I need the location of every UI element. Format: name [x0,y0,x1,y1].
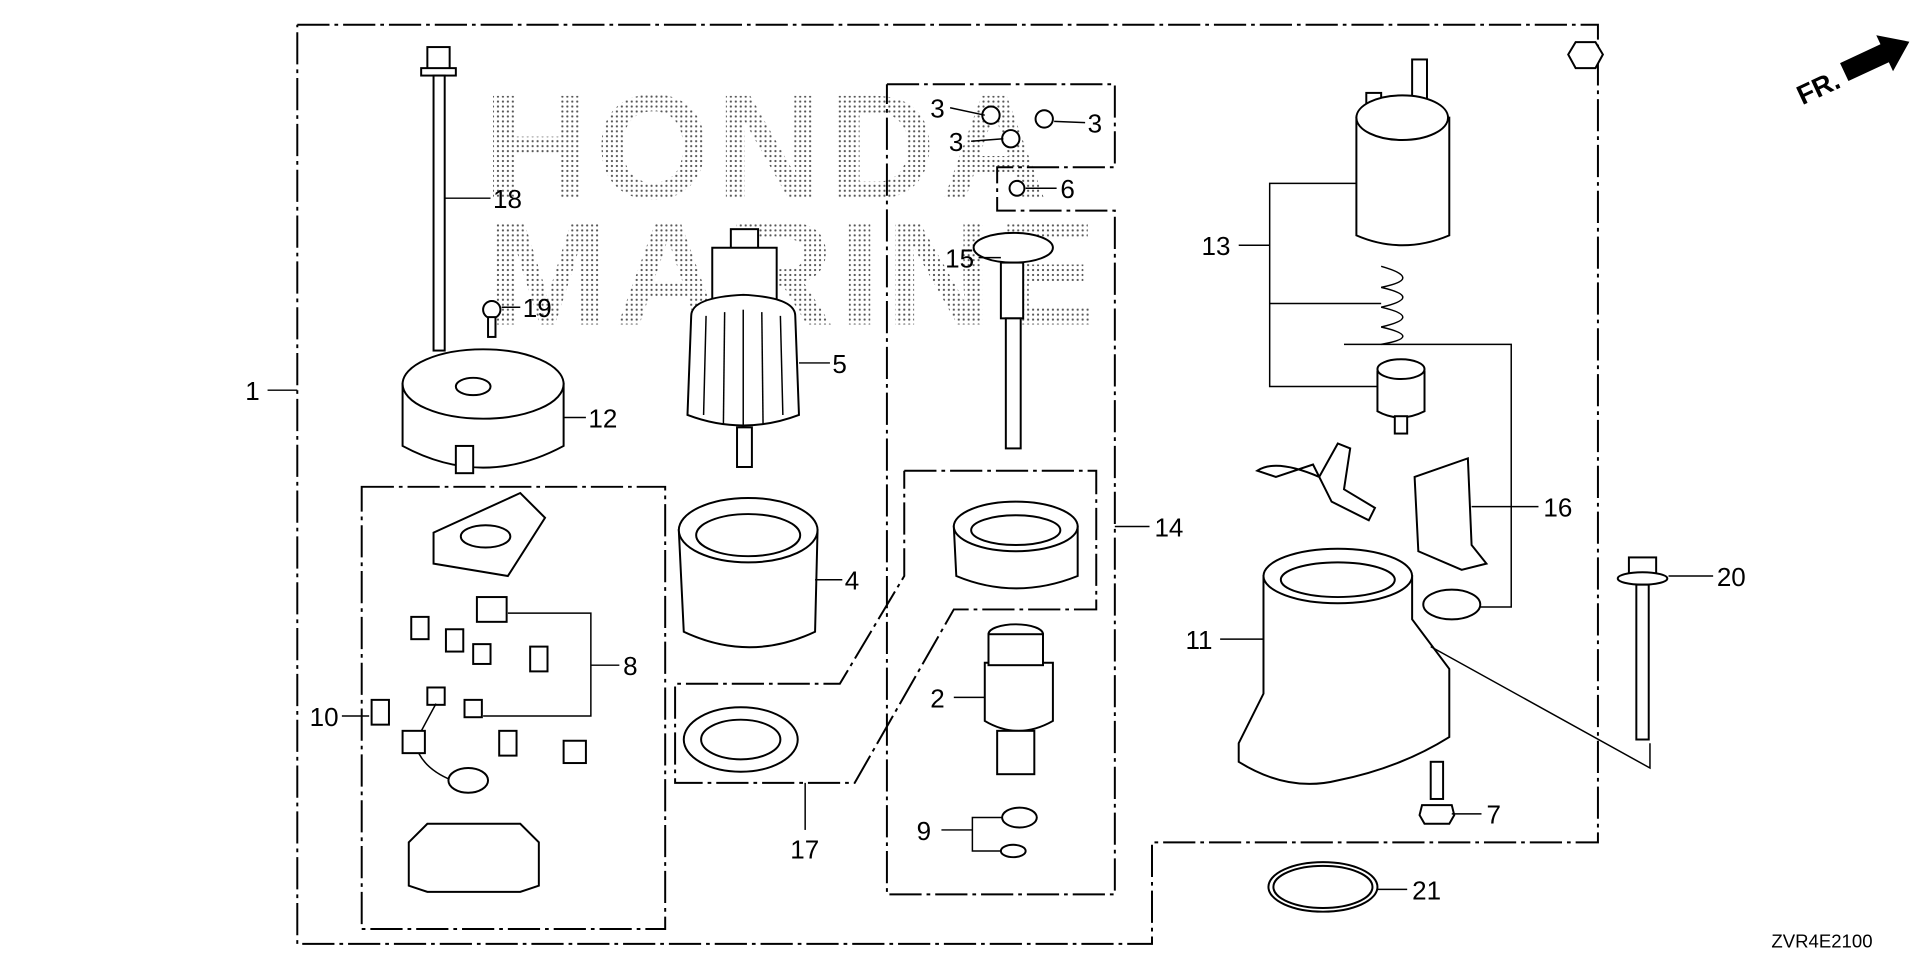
callout-labels: 1 18 19 12 5 4 8 10 17 3 3 3 6 15 13 14 … [245,94,1746,906]
yoke-4 [677,496,819,649]
through-bolt-18 [420,46,457,352]
callout-19: 19 [523,293,552,323]
bolt-20 [1616,556,1669,741]
solenoid-13 [1355,41,1605,435]
callout-16: 16 [1543,493,1572,523]
callout-5: 5 [832,349,846,379]
callout-10: 10 [310,702,339,732]
pinion-clutch-2 [983,623,1054,776]
fr-label: FR. [1792,64,1845,111]
assembly-boundary-1 [296,23,1599,945]
callout-11: 11 [1185,625,1212,655]
leader-lines [267,107,1714,891]
watermark-honda: HONDA [483,64,1053,230]
callout-1: 1 [245,376,259,406]
callout-3b: 3 [1088,109,1102,139]
front-arrow-icon [1840,35,1910,82]
internal-gear [952,500,1079,590]
callout-8: 8 [623,651,637,681]
callout-2: 2 [930,683,944,713]
callout-9: 9 [917,816,931,846]
callout-14: 14 [1154,512,1183,542]
brush-holder-parts [370,491,587,893]
drive-housing-11 [1237,547,1451,785]
gasket-17 [682,706,799,773]
o-ring-21 [1267,861,1379,913]
front-direction-marker: FR. [1792,35,1910,111]
callout-15: 15 [945,244,974,274]
callout-17: 17 [790,834,819,864]
bolt-7 [1418,760,1456,825]
callout-4: 4 [845,566,859,596]
callout-21: 21 [1412,875,1441,905]
callout-12: 12 [588,403,617,433]
drive-group-box-14 [885,83,1116,896]
diagram-code: ZVR4E2100 [1771,931,1872,952]
gear-shaft-15 [972,231,1054,450]
stop-ring-collar-9 [999,806,1038,859]
watermark: HONDA MARINE [483,64,1096,356]
callout-18: 18 [493,184,522,214]
callout-13: 13 [1202,231,1231,261]
rear-cover-12 [401,348,565,475]
callout-20: 20 [1717,562,1746,592]
brush-holder-group-box [360,485,667,931]
callout-3c: 3 [949,127,963,157]
shift-lever-seals-16 [1255,442,1489,621]
callout-7: 7 [1486,800,1500,830]
armature-5 [686,228,800,468]
screw-19 [482,300,502,338]
callout-6: 6 [1060,174,1074,204]
gear-group-box [674,469,1098,784]
callout-3a: 3 [930,94,944,124]
washer-6 [1008,179,1026,197]
